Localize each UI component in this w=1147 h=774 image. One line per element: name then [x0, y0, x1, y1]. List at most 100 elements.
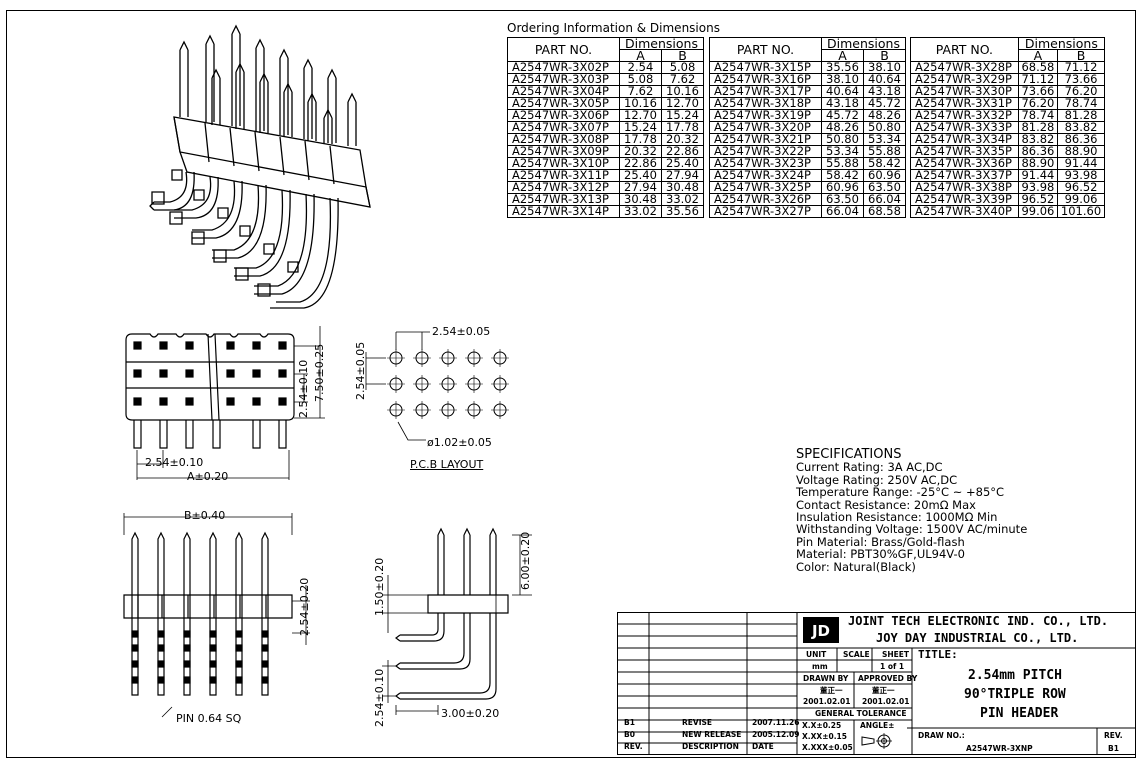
ordering-title: Ordering Information & Dimensions: [507, 21, 720, 35]
dim-b-cell: 30.48: [660, 181, 705, 194]
approved-by-date: 2001.02.01: [862, 697, 910, 706]
rev-code-cell: B0: [624, 730, 635, 739]
drawn-by-date: 2001.02.01: [803, 697, 851, 706]
front-view: [123, 513, 310, 718]
top-pitch-dim: 2.54±0.10: [145, 456, 204, 469]
unit-label: UNIT: [806, 650, 827, 659]
dim-b-cell: 35.56: [660, 205, 705, 218]
angle-label: ANGLE±: [860, 721, 895, 730]
top-a-dim: A±0.20: [187, 470, 229, 483]
rev-date-cell: 2007.11.26: [752, 718, 800, 727]
front-pin: [209, 531, 217, 696]
drawn-by-name: 董正一: [820, 686, 843, 695]
dim-b-cell: 68.58: [862, 205, 907, 218]
dim-a-cell: 88.90: [1017, 157, 1059, 170]
part-no-header: PART NO.: [910, 37, 1019, 62]
part-no-header: PART NO.: [709, 37, 822, 62]
drawing-border: [6, 10, 1136, 758]
title-line-3: PIN HEADER: [980, 706, 1059, 721]
pcb-pitch-v: 2.54±0.05: [354, 341, 367, 400]
tolerance-label: GENERAL TOLERANCE: [815, 709, 907, 718]
tolerance-3: X.XXX±0.05: [802, 743, 853, 752]
tolerance-1: X.X±0.25: [802, 721, 842, 730]
rev-description-cell: DESCRIPTION: [682, 742, 739, 751]
scale-label: SCALE: [843, 650, 870, 659]
pcb-layout-label: P.C.B LAYOUT: [410, 458, 484, 471]
top-height-dim: 7.50±0.25: [313, 343, 326, 402]
spec-line: Temperature Range: -25°C ~ +85°C: [796, 485, 1005, 500]
dim-b-cell: 71.12: [1057, 61, 1105, 74]
sheet-value: 1 of 1: [880, 662, 905, 671]
rev-value: B1: [1108, 744, 1119, 753]
spec-line: Material: PBT30%GF,UL94V-0: [796, 547, 965, 562]
sheet-label: SHEET: [882, 650, 910, 659]
spec-line: Voltage Rating: 250V AC,DC: [796, 472, 958, 487]
rev-code-cell: REV.: [624, 742, 643, 751]
draw-no-label: DRAW NO.:: [918, 731, 965, 740]
side-row-dim: 2.54±0.10: [373, 668, 386, 727]
pcb-hole-dim: ø1.02±0.05: [427, 436, 492, 449]
part-number-cell: A2547WR-3X27P: [709, 205, 822, 218]
front-pin: [183, 531, 191, 696]
pcb-layout: [365, 331, 509, 441]
title-label: TITLE:: [918, 648, 958, 661]
spec-line: Contact Resistance: 20mΩ Max: [796, 497, 976, 512]
spec-line: Color: Natural(Black): [796, 559, 916, 574]
title-block-grid: [617, 612, 1136, 755]
title-line-2: 90°TRIPLE ROW: [964, 687, 1066, 702]
company-name-1: JOINT TECH ELECTRONIC IND. CO., LTD.: [848, 614, 1109, 628]
dimensions-header: Dimensions: [1017, 37, 1106, 50]
projection-symbol-icon: [861, 733, 892, 749]
rev-date-cell: 2005.12.09: [752, 730, 800, 739]
draw-no-value: A2547WR-3XNP: [966, 744, 1033, 753]
dimensions-header: Dimensions: [618, 37, 705, 50]
unit-value: mm: [812, 662, 828, 671]
dim-b-cell: 101.60: [1057, 205, 1105, 218]
part-number-cell: A2547WR-3X40P: [910, 205, 1019, 218]
part-number-cell: A2547WR-3X14P: [507, 205, 620, 218]
side-view: [382, 527, 532, 715]
front-h-dim: 2.54±0.20: [298, 577, 311, 636]
front-pin: [261, 531, 269, 696]
tolerance-2: X.XX±0.15: [802, 732, 847, 741]
title-line-1: 2.54mm PITCH: [968, 668, 1062, 683]
top-row-dim: 2.54±0.10: [297, 359, 310, 418]
pcb-pitch-h: 2.54±0.05: [432, 325, 491, 338]
rev-code-cell: B1: [624, 718, 635, 727]
rev-description-cell: NEW RELEASE: [682, 730, 742, 739]
rev-label: REV.: [1104, 731, 1123, 740]
dimensions-header: Dimensions: [820, 37, 907, 50]
front-pin: [157, 531, 165, 696]
front-pin: [235, 531, 243, 696]
dim-a-cell: 33.02: [618, 205, 662, 218]
approved-by-name: 董正一: [872, 686, 895, 695]
spec-line: Withstanding Voltage: 1500V AC/minute: [796, 522, 1028, 537]
approved-by-label: APPROVED BY: [858, 674, 918, 683]
dim-a-cell: 99.06: [1017, 205, 1059, 218]
side-top-dim: 6.00±0.20: [519, 531, 532, 590]
spec-line: Insulation Resistance: 1000MΩ Min: [796, 510, 998, 525]
top-view: [125, 326, 325, 480]
